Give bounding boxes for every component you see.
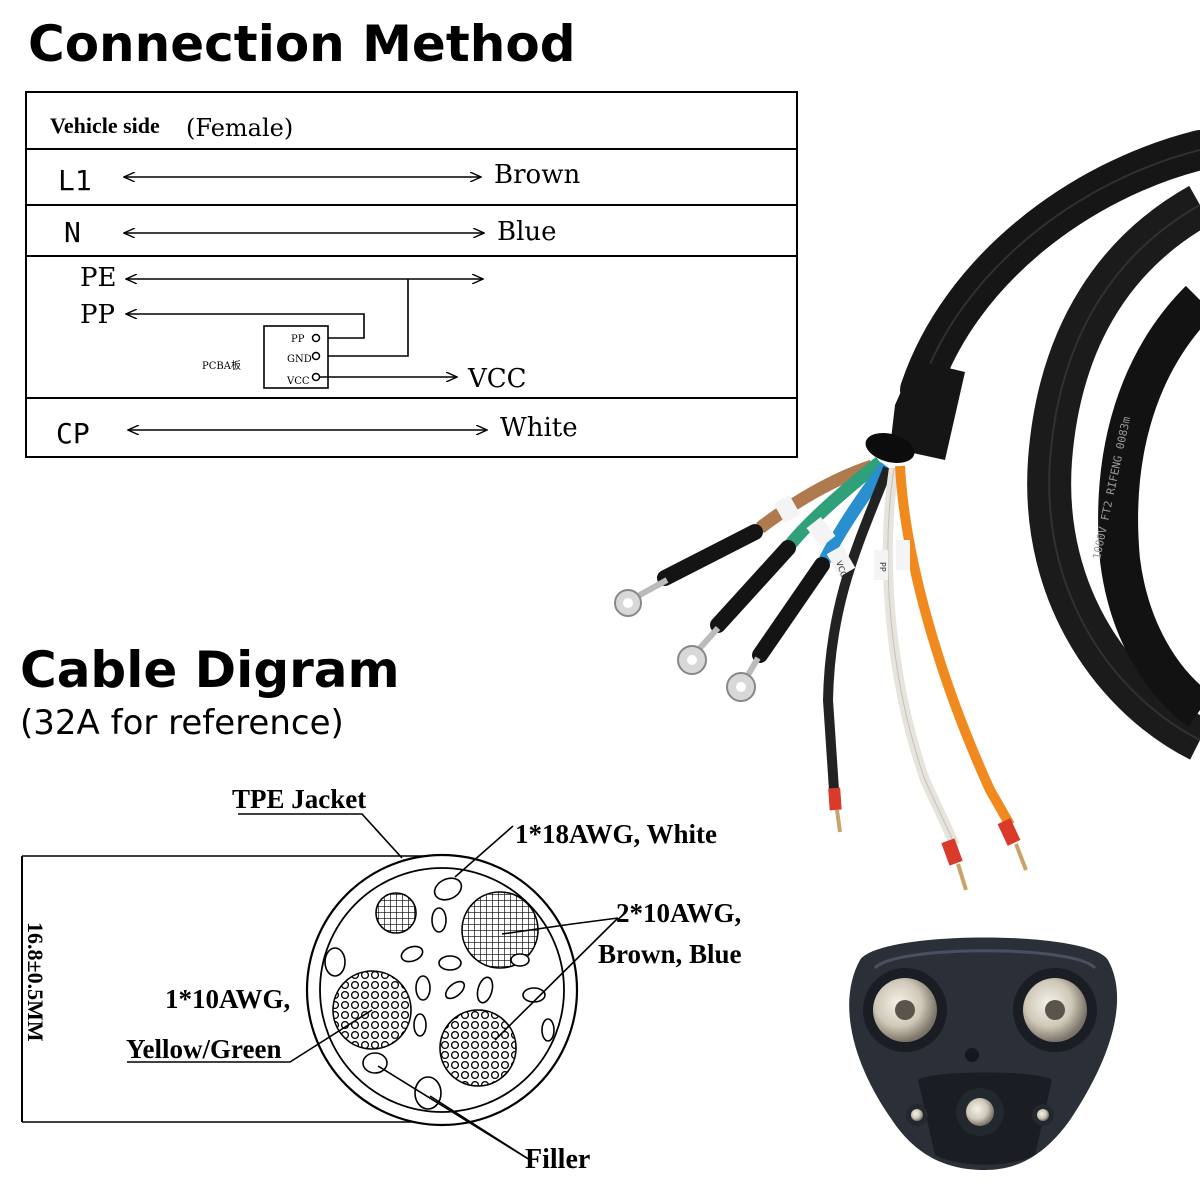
wire-tag	[826, 545, 856, 577]
black-wire	[822, 466, 893, 791]
heat-shrink	[890, 360, 965, 460]
label-power-line1: 2*10AWG,	[616, 898, 741, 928]
connector-photo	[849, 937, 1118, 1170]
gnd-wire	[320, 279, 409, 357]
power-leader	[501, 917, 619, 935]
power-conductor	[439, 1009, 517, 1087]
pcba-pin-vcc: VCC	[286, 376, 310, 387]
ground-pin	[966, 1098, 994, 1126]
vcc-label: VCC	[467, 364, 527, 394]
cable-photo: 1000V FT2 RIFENG 0083m PP	[614, 130, 1200, 891]
pin-n: N	[64, 216, 81, 249]
connection-method-title: Connection Method	[28, 15, 576, 73]
table-header-rest: (Female)	[186, 114, 293, 142]
label-ground-line2: Yellow/Green	[126, 1034, 281, 1064]
label-power-line2: Brown, Blue	[598, 939, 742, 969]
pin-pe: PE	[80, 263, 116, 293]
label-ground-line1: 1*10AWG,	[165, 984, 290, 1014]
wire-tag	[806, 517, 836, 547]
wire-tag	[874, 550, 888, 580]
pin-cp: CP	[56, 417, 90, 450]
table-header-bold: Vehicle side	[50, 113, 160, 138]
signal-leader	[454, 825, 514, 878]
signal-pin-right	[1037, 1109, 1049, 1121]
cable-diagram-note: (32A for reference)	[20, 703, 344, 743]
cable-cross-section: 16.8±0.5MM	[21, 784, 742, 1175]
wire-brown: Brown	[494, 160, 580, 190]
pin-l1: L1	[58, 164, 92, 197]
label-signal: 1*18AWG, White	[515, 819, 717, 849]
brown-wire-sleeve	[657, 524, 763, 586]
dimension-label: 16.8±0.5MM	[23, 922, 48, 1042]
connection-table: Vehicle side (Female) L1 Brown N Blue PE…	[25, 91, 798, 458]
label-filler: Filler	[525, 1144, 590, 1175]
ground-leader	[127, 1009, 373, 1063]
wire-tag	[896, 540, 910, 570]
pcba-pin-pp: PP	[291, 334, 305, 345]
signal-pin-left	[911, 1109, 923, 1121]
pin-pp: PP	[80, 300, 115, 330]
cable-coil	[1098, 285, 1200, 727]
table-border	[25, 91, 798, 458]
white-wire	[882, 467, 960, 848]
label-tpe-jacket: TPE Jacket	[232, 784, 366, 814]
blue-wire	[819, 462, 892, 563]
wire-blue: Blue	[497, 217, 557, 247]
power-conductor	[461, 891, 539, 969]
cable-diagram-title: Cable Digram	[20, 641, 400, 699]
tag-pp: PP	[878, 562, 887, 572]
green-wire	[784, 456, 885, 550]
fillers	[324, 877, 555, 1110]
signal-conductor	[375, 892, 417, 934]
orange-wire	[895, 465, 1015, 828]
wire-tag	[773, 494, 801, 524]
pcba-label: PCBA板	[202, 359, 241, 372]
brown-wire	[756, 459, 875, 534]
pcba-pin-gnd: GND	[287, 354, 312, 365]
wire-white: White	[500, 413, 578, 443]
pp-wire	[126, 314, 365, 339]
jacket-leader	[238, 813, 403, 859]
